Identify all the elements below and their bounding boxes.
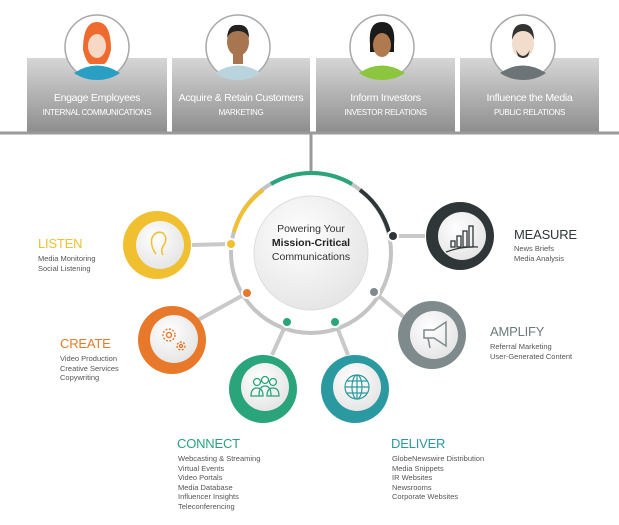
node-measure bbox=[426, 202, 494, 270]
node-amplify bbox=[398, 301, 466, 369]
avatar-investor bbox=[349, 14, 415, 80]
audience-title: Inform Investors bbox=[350, 92, 421, 104]
list-item: Virtual Events bbox=[178, 463, 225, 473]
ring-dot-amplify bbox=[368, 286, 380, 298]
node-listen bbox=[123, 211, 191, 279]
list-item: Video Production bbox=[60, 354, 117, 363]
avatar-media bbox=[490, 14, 556, 80]
bar-chart-icon bbox=[445, 225, 479, 253]
list-item: Video Portals bbox=[178, 473, 223, 483]
list-item: Media Database bbox=[178, 482, 233, 492]
avatar-employee bbox=[64, 14, 130, 80]
node-create bbox=[138, 306, 206, 374]
audience-subtitle: INVESTOR RELATIONS bbox=[344, 108, 427, 117]
list-item: Media Analysis bbox=[514, 253, 565, 263]
list-item: News Briefs bbox=[514, 244, 555, 253]
list-item: Media Snippets bbox=[392, 463, 444, 473]
ring-segment-dark bbox=[358, 188, 391, 233]
center-line-3: Communications bbox=[271, 251, 351, 263]
audience-subtitle: INTERNAL COMMUNICATIONS bbox=[42, 108, 152, 117]
deliver-items: GlobeNewswire Distribution Media Snippet… bbox=[392, 454, 484, 502]
measure-items: News Briefs Media Analysis bbox=[514, 244, 564, 263]
list-item: Referral Marketing bbox=[490, 342, 552, 351]
center-circle bbox=[253, 195, 369, 311]
center-text: Powering Your Mission-Critical Communica… bbox=[256, 222, 366, 264]
create-items: Video Production Creative Services Copyw… bbox=[60, 354, 119, 383]
node-connect bbox=[229, 355, 297, 423]
center-line-1: Powering Your bbox=[277, 223, 345, 235]
connect-items: Webcasting & Streaming Virtual Events Vi… bbox=[178, 454, 260, 512]
gears-icon bbox=[162, 328, 186, 351]
list-item: GlobeNewswire Distribution bbox=[392, 454, 485, 463]
list-item: Media Monitoring bbox=[38, 254, 96, 263]
list-item: Copywriting bbox=[60, 373, 100, 383]
avatar-customer bbox=[205, 14, 271, 80]
audience-title: Influence the Media bbox=[486, 92, 573, 104]
globe-icon bbox=[344, 374, 370, 400]
ring-dot-deliver bbox=[329, 316, 341, 328]
audience-subtitle: PUBLIC RELATIONS bbox=[493, 108, 566, 117]
people-icon bbox=[250, 375, 280, 397]
create-title: CREATE bbox=[60, 336, 111, 351]
ring-dot-connect bbox=[281, 316, 293, 328]
audience-title: Acquire & Retain Customers bbox=[178, 92, 304, 104]
listen-title: LISTEN bbox=[38, 236, 83, 251]
measure-title: MEASURE bbox=[514, 227, 577, 242]
ring-segment-green bbox=[269, 170, 354, 186]
connect-title: CONNECT bbox=[177, 436, 240, 451]
list-item: User-Generated Content bbox=[490, 351, 573, 361]
listen-items: Media Monitoring Social Listening bbox=[38, 254, 96, 273]
center-line-2: Mission-Critical bbox=[271, 237, 351, 249]
ring-segment-yellow bbox=[232, 188, 265, 233]
list-item: Creative Services bbox=[60, 363, 119, 373]
node-deliver bbox=[321, 355, 389, 423]
list-item: Webcasting & Streaming bbox=[178, 454, 261, 463]
list-item: Social Listening bbox=[38, 263, 91, 273]
ear-icon bbox=[150, 231, 167, 256]
list-item: Newsrooms bbox=[392, 482, 432, 492]
list-item: Teleconferencing bbox=[178, 501, 235, 511]
list-item: Corporate Websites bbox=[392, 492, 459, 502]
megaphone-icon bbox=[423, 320, 447, 349]
list-item: IR Websites bbox=[392, 473, 433, 483]
audience-title: Engage Employees bbox=[53, 92, 141, 104]
amplify-items: Referral Marketing User-Generated Conten… bbox=[490, 342, 572, 361]
ring-dot-listen bbox=[225, 238, 237, 250]
amplify-title: AMPLIFY bbox=[490, 324, 545, 339]
list-item: Influencer Insights bbox=[178, 492, 239, 502]
audience-subtitle: MARKETING bbox=[218, 108, 264, 117]
deliver-title: DELIVER bbox=[391, 436, 446, 451]
ring-dot-create bbox=[241, 287, 253, 299]
ring-dot-measure bbox=[387, 230, 399, 242]
